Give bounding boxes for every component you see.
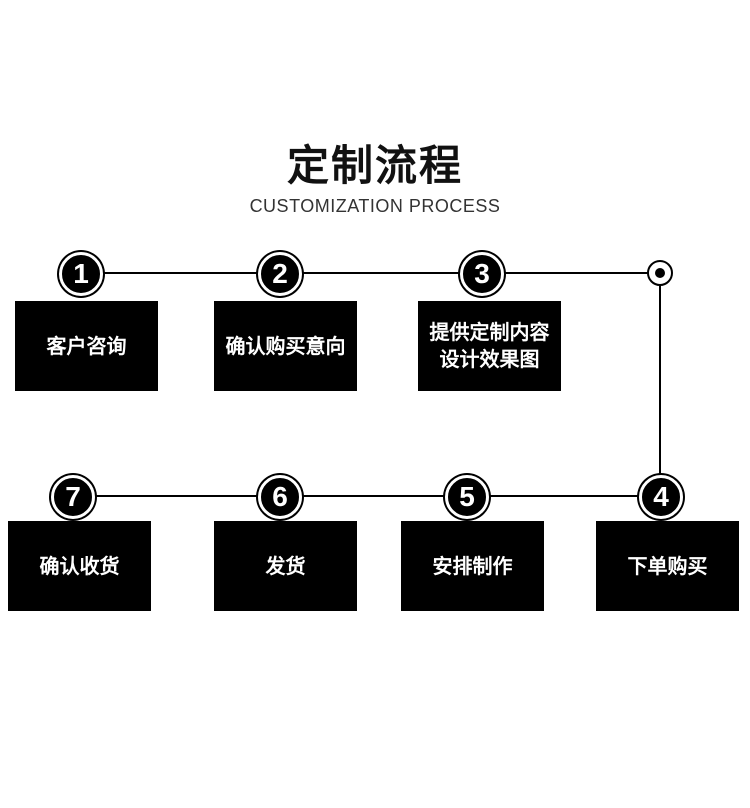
step-7-box: 确认收货 bbox=[8, 521, 151, 611]
step-3-label-line2: 设计效果图 bbox=[439, 347, 540, 371]
step-4-label: 下单购买 bbox=[627, 553, 708, 578]
step-3-label-line1: 提供定制内容 bbox=[429, 320, 550, 344]
step-5-box: 安排制作 bbox=[401, 521, 544, 611]
step-4-box: 下单购买 bbox=[596, 521, 739, 611]
step-2-box: 确认购买意向 bbox=[214, 301, 357, 391]
step-1-box: 客户咨询 bbox=[15, 301, 158, 391]
step-1-badge: 1 bbox=[59, 252, 103, 296]
step-2-label: 确认购买意向 bbox=[225, 333, 346, 358]
step-3-box: 提供定制内容 设计效果图 bbox=[418, 301, 561, 391]
step-1-label: 客户咨询 bbox=[46, 333, 127, 358]
step-5-label: 安排制作 bbox=[432, 553, 513, 578]
step-6-badge: 6 bbox=[258, 475, 302, 519]
step-6-label: 发货 bbox=[265, 553, 306, 578]
step-4-badge: 4 bbox=[639, 475, 683, 519]
step-5-badge: 5 bbox=[445, 475, 489, 519]
page-subtitle: CUSTOMIZATION PROCESS bbox=[249, 196, 501, 216]
step-7-label: 确认收货 bbox=[39, 553, 120, 578]
step-2-badge: 2 bbox=[258, 252, 302, 296]
page-title: 定制流程 bbox=[286, 141, 463, 190]
step-3-badge: 3 bbox=[460, 252, 504, 296]
step-7-badge: 7 bbox=[51, 475, 95, 519]
step-6-box: 发货 bbox=[214, 521, 357, 611]
route-endpoint-icon bbox=[647, 260, 673, 286]
